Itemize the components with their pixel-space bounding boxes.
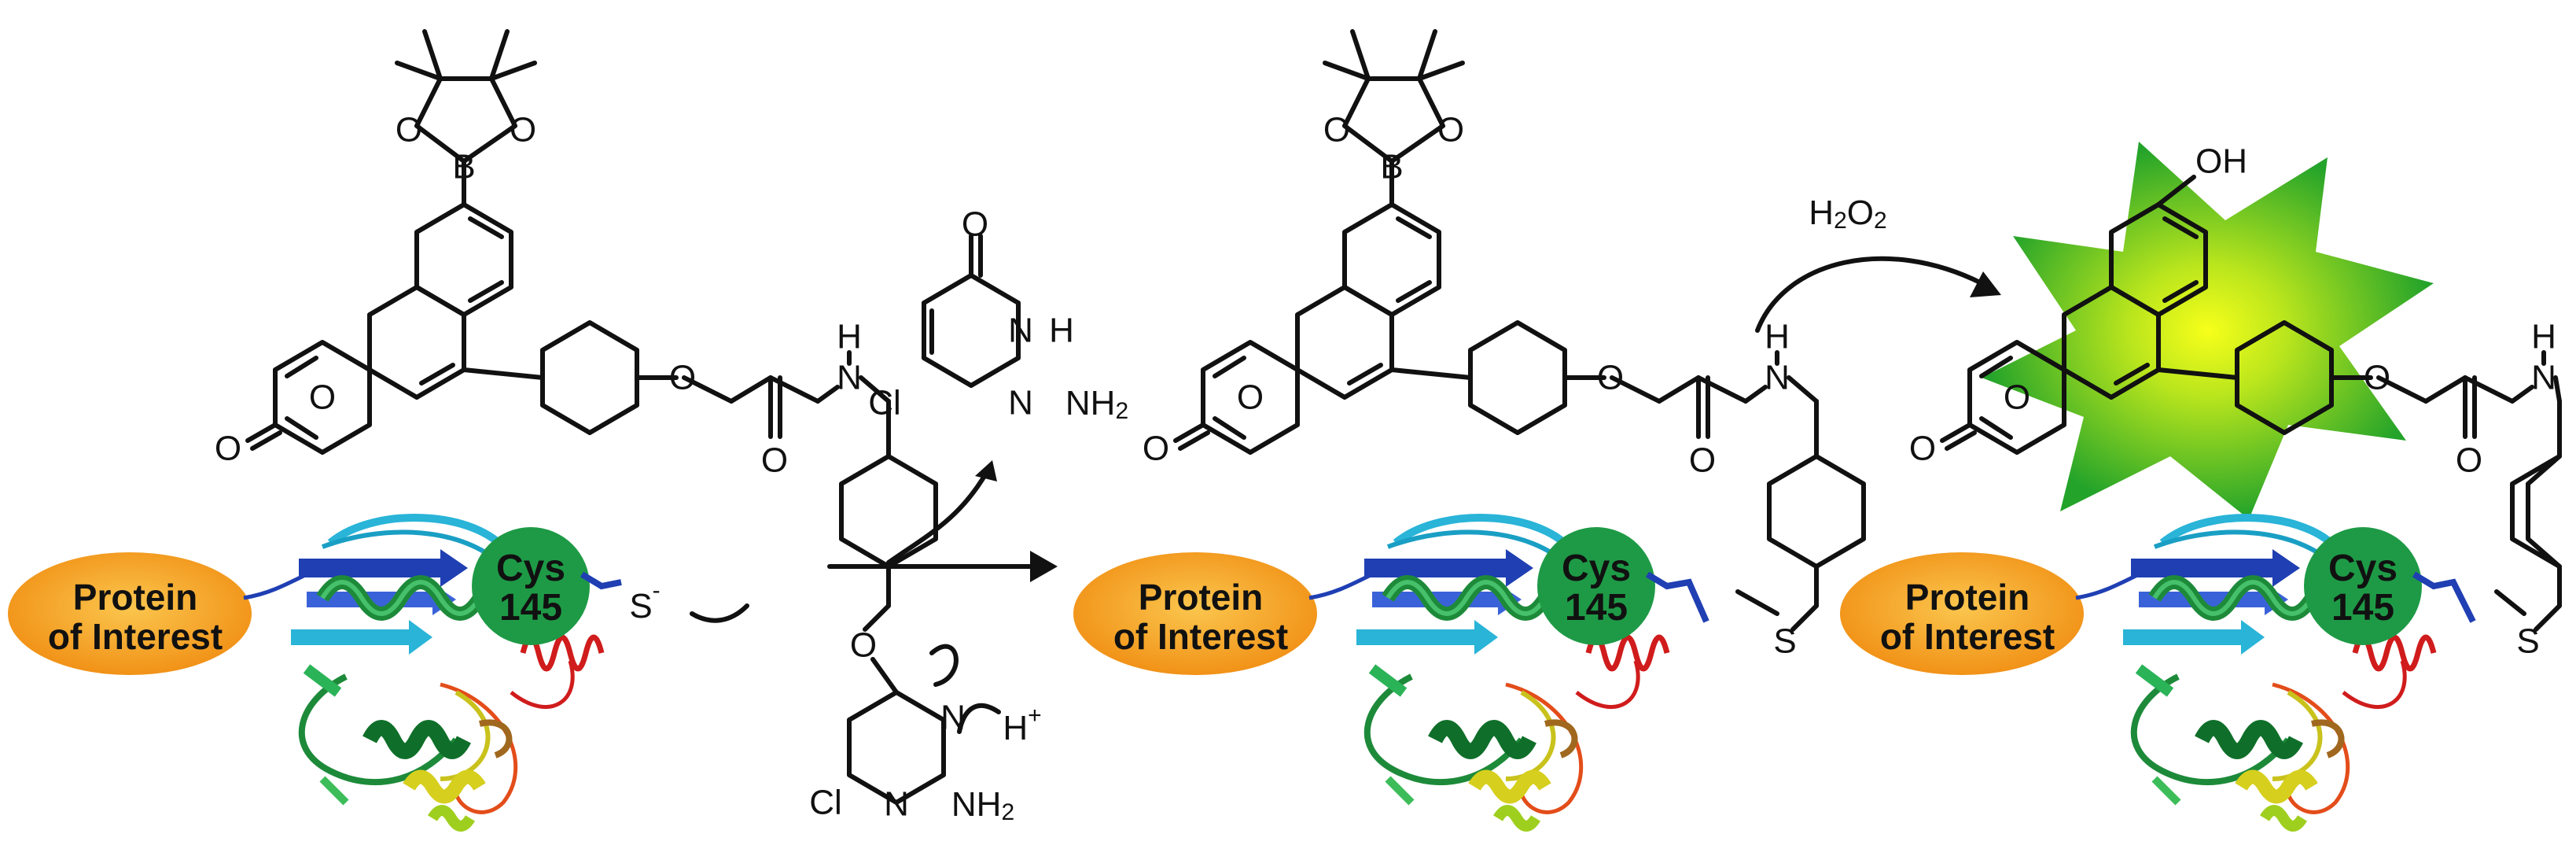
atom-O: O	[1597, 359, 1624, 397]
atom-O: O	[761, 441, 788, 480]
atom-O: O	[510, 111, 536, 149]
curved-arrow	[690, 603, 749, 623]
atom-S: S	[2516, 622, 2539, 661]
atom-O: O	[215, 430, 241, 468]
phenyl-ring	[540, 320, 639, 435]
atom-OH: OH	[2195, 142, 2247, 181]
atom-N: N	[1008, 312, 1033, 350]
benzyl-ring	[839, 454, 938, 569]
released-pyrimidinone: O N H N Cl NH2	[868, 205, 1128, 424]
cys-label-line1: Cys	[1562, 548, 1631, 589]
cys-label-line1: Cys	[496, 548, 565, 589]
atom-H: H	[2531, 318, 2556, 356]
cys145-circle	[472, 527, 590, 645]
atom-O: O	[1237, 378, 1264, 417]
atom-H: H	[1049, 312, 1074, 350]
panel-3: O O OH O O N H S Protein of I	[1840, 142, 2562, 826]
atom-NH2: NH2	[951, 785, 1014, 825]
protein-label-line2: of Interest	[48, 616, 223, 657]
atom-N: N	[2531, 359, 2556, 397]
xanthene-core-1	[248, 205, 511, 452]
atom-O: O	[2364, 359, 2390, 397]
atom-Cl: Cl	[868, 384, 901, 422]
atom-H: H	[837, 318, 862, 356]
protein-label-line2: of Interest	[1113, 616, 1288, 657]
atom-S: S	[1773, 622, 1796, 661]
atom-NH2: NH2	[1065, 384, 1128, 424]
atom-O: O	[2456, 441, 2482, 480]
atom-O: O	[396, 111, 422, 149]
pinacol-boronate-1	[395, 29, 537, 207]
pinacol-boronate-2: O O B	[1323, 29, 1465, 207]
cys-label-line2: 145	[1565, 587, 1628, 629]
protein-of-interest-ellipse	[1073, 552, 1317, 675]
h2o2-label: H2O2	[1809, 194, 1886, 234]
atom-O: O	[1689, 441, 1716, 480]
protein-of-interest-ellipse	[8, 552, 252, 675]
atom-N: N	[1765, 359, 1790, 397]
atom-O: O	[309, 378, 336, 417]
curved-arrow	[957, 703, 1001, 734]
panel-2: O O B O O O O N H S	[1073, 29, 1866, 826]
atom-O: O	[1143, 430, 1169, 468]
protein-label-line1: Protein	[1139, 577, 1263, 618]
pyrimidine-ring	[847, 690, 946, 805]
atom-O: O	[962, 205, 988, 244]
fluorescence-burst	[1982, 142, 2434, 519]
cys-label-line1: Cys	[2328, 548, 2398, 589]
cys-label-line2: 145	[499, 587, 562, 629]
atom-H: H	[1765, 318, 1790, 356]
atom-O: O	[1909, 430, 1936, 468]
atom-B: B	[1380, 148, 1403, 186]
atom-Cl: Cl	[809, 784, 842, 822]
protein-label-line2: of Interest	[1880, 616, 2055, 657]
reaction-arrow	[827, 460, 1058, 582]
atom-N: N	[884, 785, 909, 824]
protein-of-interest-ellipse	[1840, 552, 2084, 675]
protein-label-line1: Protein	[1905, 577, 2030, 618]
atom-N: N	[1008, 384, 1033, 422]
cys145-circle	[1537, 527, 1655, 645]
panel-1: O O B O O O O N H O N N Cl	[8, 29, 1042, 826]
atom-O: O	[2004, 378, 2030, 417]
atom-O: O	[669, 359, 696, 397]
atom-O: O	[1437, 111, 1464, 149]
atom-S: S-	[629, 577, 660, 625]
xanthene-core-2	[1176, 205, 1439, 452]
protein-label-line1: Protein	[73, 577, 197, 618]
atom-B: B	[452, 148, 475, 186]
curved-arrow	[929, 644, 959, 687]
h2o2-arrow: H2O2	[1755, 194, 2001, 333]
atom-H-plus: H+	[1003, 703, 1041, 747]
cys145-circle	[2304, 527, 2422, 645]
cys-label-line2: 145	[2331, 587, 2394, 629]
atom-O: O	[1323, 111, 1350, 149]
